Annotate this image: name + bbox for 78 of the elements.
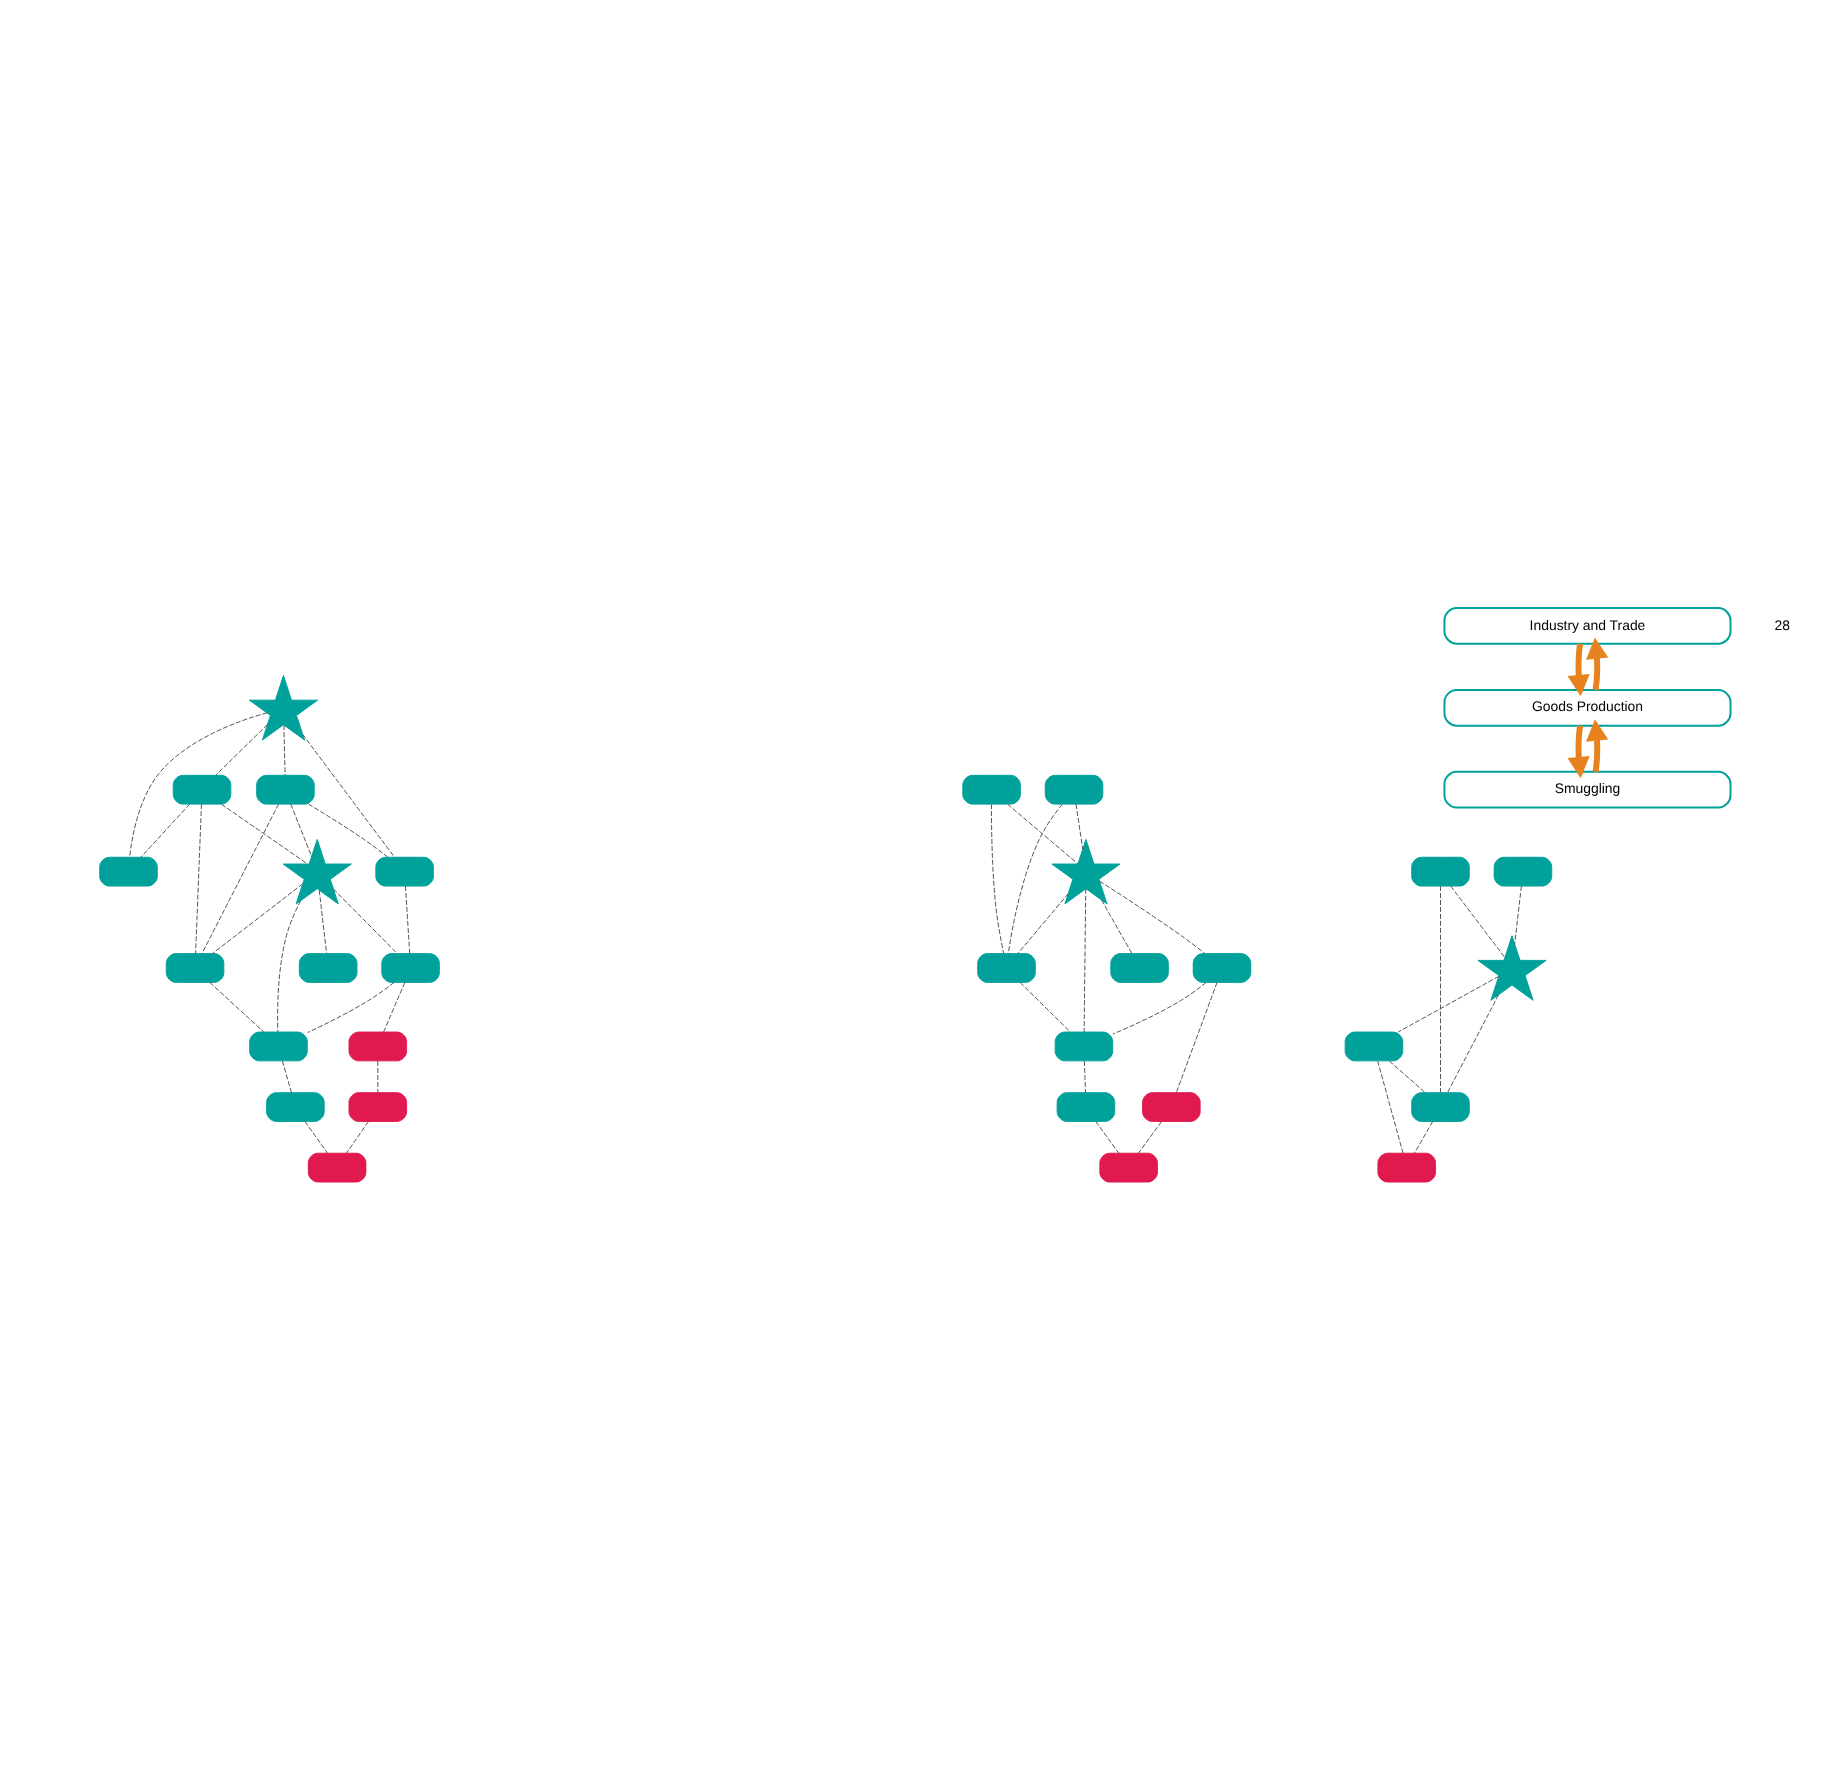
node-box [1056,1092,1116,1122]
connector [201,803,279,954]
connector [1414,1121,1434,1154]
node-box [1044,774,1104,805]
node-box [381,953,440,983]
connector [1007,803,1063,954]
connector [1083,1060,1086,1094]
arrow [1586,637,1609,691]
connector [1019,982,1071,1033]
node-star [248,675,319,741]
connector [1440,885,1441,1093]
connector [277,900,302,1033]
node-star [1477,935,1547,1001]
arrow [1567,725,1590,779]
connector [1101,899,1133,954]
node-box [307,1152,367,1183]
connector [195,803,202,954]
node-box [266,1092,325,1122]
connector [1377,1060,1404,1154]
node-box [348,1031,408,1062]
connector [1447,994,1499,1094]
connector [1388,1060,1426,1094]
node-box [1344,1031,1404,1062]
node-box [298,953,358,983]
arrow [1586,719,1609,773]
connector [377,1060,379,1094]
connector [307,982,395,1033]
connector [140,803,191,858]
node-box [165,953,225,983]
node-box [375,856,434,887]
arrow [1567,643,1590,697]
node-star [282,838,352,905]
connector [1175,982,1218,1093]
connector [1450,885,1506,958]
connector [302,733,395,858]
connector [209,982,265,1033]
connector [318,889,328,954]
node-box [1142,1092,1201,1122]
node-box [1411,1092,1470,1122]
node-box [99,856,158,887]
connector [383,982,406,1033]
node-box [1377,1152,1437,1183]
node-box [1099,1152,1158,1183]
connector [1112,982,1207,1035]
node-box [172,774,232,805]
connector [333,888,398,954]
node-box [1493,856,1553,887]
connector [308,803,389,858]
connector [405,885,411,954]
connector [215,724,268,776]
node-box [1110,953,1169,983]
connector [281,1060,292,1094]
connector [283,724,286,776]
connector [1007,803,1079,865]
node-box [962,774,1021,805]
connector [1138,1121,1162,1154]
connector [1095,1121,1120,1154]
node-box [1192,953,1252,983]
connector [990,803,1005,955]
connector [221,803,308,865]
node-box [348,1092,408,1122]
node-star [1051,838,1121,905]
connector [1514,885,1522,945]
connector [1397,975,1500,1033]
connector [1099,880,1206,954]
connector [1017,893,1069,954]
node-box [256,774,315,805]
connector [290,803,313,857]
connector [1083,888,1087,1033]
connector [129,712,268,858]
connector [1075,803,1084,850]
connector [212,883,304,954]
node-box [977,953,1036,983]
connector [304,1121,328,1154]
node-box [249,1031,308,1062]
connector [346,1121,369,1154]
node-box [1054,1031,1114,1062]
node-box [1411,856,1470,887]
